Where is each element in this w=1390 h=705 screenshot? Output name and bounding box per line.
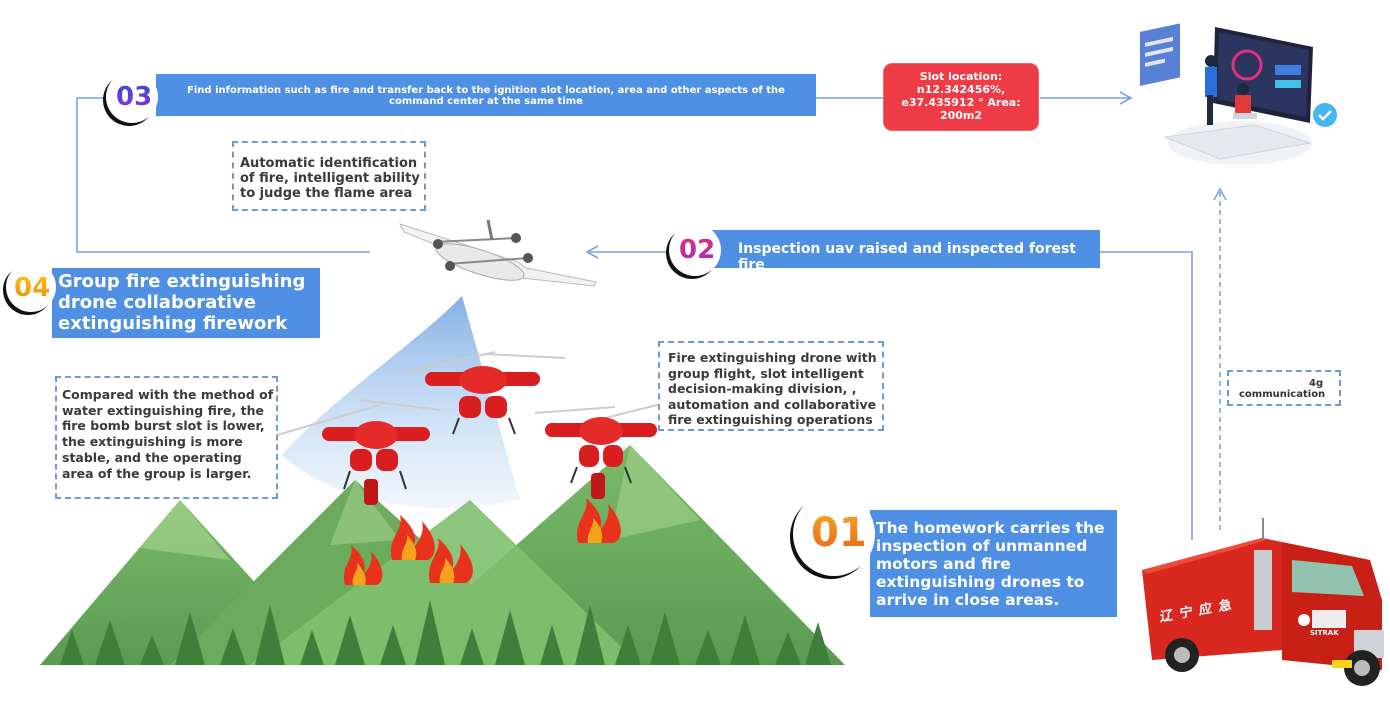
fixed-wing-uav [399,219,597,287]
flame-icon [343,498,621,585]
step1-number: 01 [811,510,867,556]
fire-extinguishing-drone [259,351,666,505]
command-center-illustration [1140,23,1337,165]
truck-brand: SITRAK [1310,629,1339,637]
slot-location-box: Slot location: n12.342456%, e37.435912 °… [884,64,1038,130]
comm-note: 4g communication [1227,370,1341,406]
step4-badge: 04 [6,262,56,312]
step1-text: The homework carries the inspection of u… [870,510,1117,617]
step1-badge: 01 [793,492,875,576]
comm-note-line2: communication [1239,389,1326,400]
connector-step4-to-step3 [76,97,370,253]
step4-text: Group fire extinguishing drone collabora… [52,268,320,338]
comparison-note: Compared with the method of water exting… [55,376,278,499]
auto-identification-note: Automatic identification of fire, intell… [232,141,426,211]
step4-number: 04 [14,273,51,303]
step3-badge: 03 [106,71,158,123]
scan-cone [282,296,520,508]
step2-number: 02 [679,235,716,265]
step2-badge: 02 [669,224,721,276]
step2-text: Inspection uav raised and inspected fore… [688,230,1100,273]
fire-drone-note: Fire extinguishing drone with group flig… [658,341,884,431]
step3-text: Find information such as fire and transf… [156,74,816,116]
fire-truck [1142,518,1384,686]
connector-truck-to-step2 [1100,251,1193,540]
step3-number: 03 [116,82,153,112]
connector-lines [76,91,1227,540]
comm-note-line1: 4g [1309,378,1324,389]
